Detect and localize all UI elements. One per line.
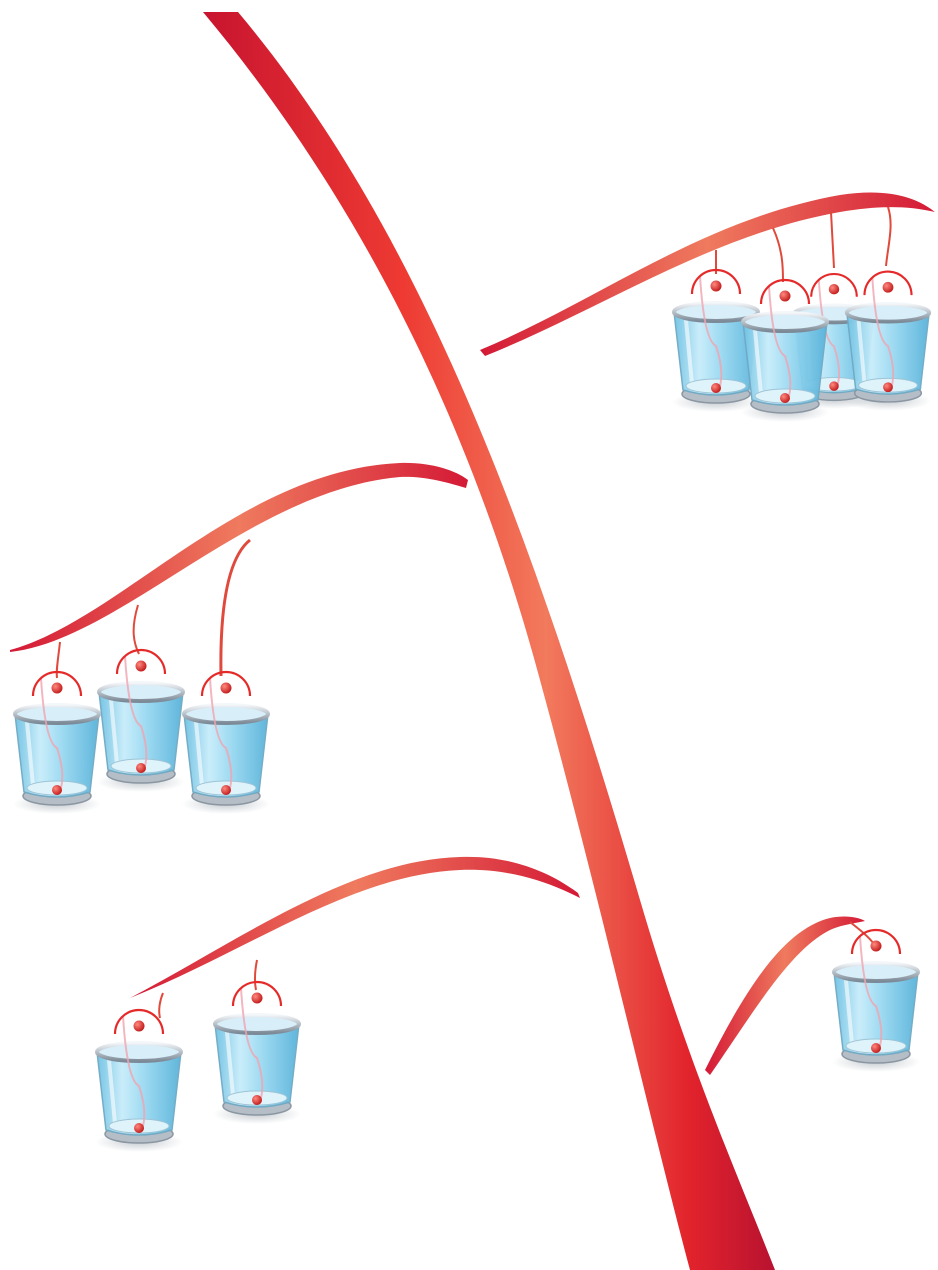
bucket-7	[182, 672, 270, 814]
bucket-10	[832, 930, 920, 1072]
bucket-3	[845, 272, 931, 411]
bucket-9	[213, 982, 301, 1124]
branch-lower-right	[705, 917, 920, 1075]
branch-upper-right	[480, 192, 935, 422]
bucket-8	[95, 1010, 183, 1152]
bucket-5	[97, 650, 185, 792]
branch-lower-left	[95, 857, 580, 1152]
branch-middle-left	[10, 463, 468, 814]
bucket-4	[741, 280, 829, 422]
bucket-6	[13, 672, 101, 814]
